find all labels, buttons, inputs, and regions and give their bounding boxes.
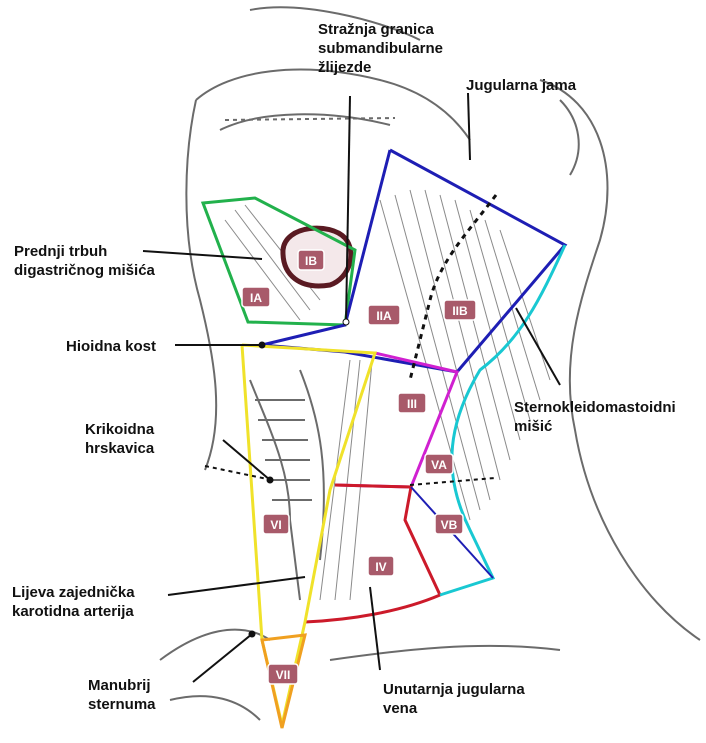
level-badges: IA IB IIA IIB III VA VB IV VI VII xyxy=(242,250,476,684)
manubrium-marker xyxy=(249,631,256,638)
badge-IB: IB xyxy=(298,250,324,270)
muscle-hatching xyxy=(225,190,550,600)
svg-text:VI: VI xyxy=(270,518,281,532)
badge-VI: VI xyxy=(263,514,289,534)
label-posterior-submandibular-border: Stražnja granica submandibularne žlijezd… xyxy=(318,20,443,77)
hyoid-marker xyxy=(259,342,266,349)
label-internal-jugular-vein: Unutarnja jugularna vena xyxy=(383,680,525,718)
badge-IIA: IIA xyxy=(368,305,400,325)
badge-IA: IA xyxy=(242,287,270,307)
label-cricoid-cartilage: Krikoidna hrskavica xyxy=(85,420,154,458)
leader-lines xyxy=(143,93,560,682)
cricoid-marker xyxy=(267,477,274,484)
svg-text:VB: VB xyxy=(441,518,458,532)
svg-text:VA: VA xyxy=(431,458,447,472)
svg-text:IIB: IIB xyxy=(452,304,468,318)
head-neck-outline xyxy=(160,7,700,720)
badge-III: III xyxy=(398,393,426,413)
svg-text:IV: IV xyxy=(375,560,386,574)
badge-VA: VA xyxy=(425,454,453,474)
label-jugular-fossa: Jugularna jama xyxy=(466,76,576,95)
svg-text:IA: IA xyxy=(250,291,262,305)
label-anterior-digastric: Prednji trbuh digastričnog mišića xyxy=(14,242,155,280)
badge-VII: VII xyxy=(268,664,298,684)
svg-text:III: III xyxy=(407,397,417,411)
badge-IV: IV xyxy=(368,556,394,576)
label-hyoid-bone: Hioidna kost xyxy=(66,337,156,356)
badge-VB: VB xyxy=(435,514,463,534)
sm-border-marker xyxy=(343,319,349,325)
svg-text:VII: VII xyxy=(276,668,291,682)
svg-text:IIA: IIA xyxy=(376,309,392,323)
label-left-common-carotid: Lijeva zajednička karotidna arterija xyxy=(12,583,135,621)
badge-IIB: IIB xyxy=(444,300,476,320)
svg-text:IB: IB xyxy=(305,254,317,268)
label-sternocleidomastoid: Sternokleidomastoidni mišić xyxy=(514,398,676,436)
label-manubrium: Manubrij sternuma xyxy=(88,676,156,714)
level-VI-boundary xyxy=(242,345,375,725)
